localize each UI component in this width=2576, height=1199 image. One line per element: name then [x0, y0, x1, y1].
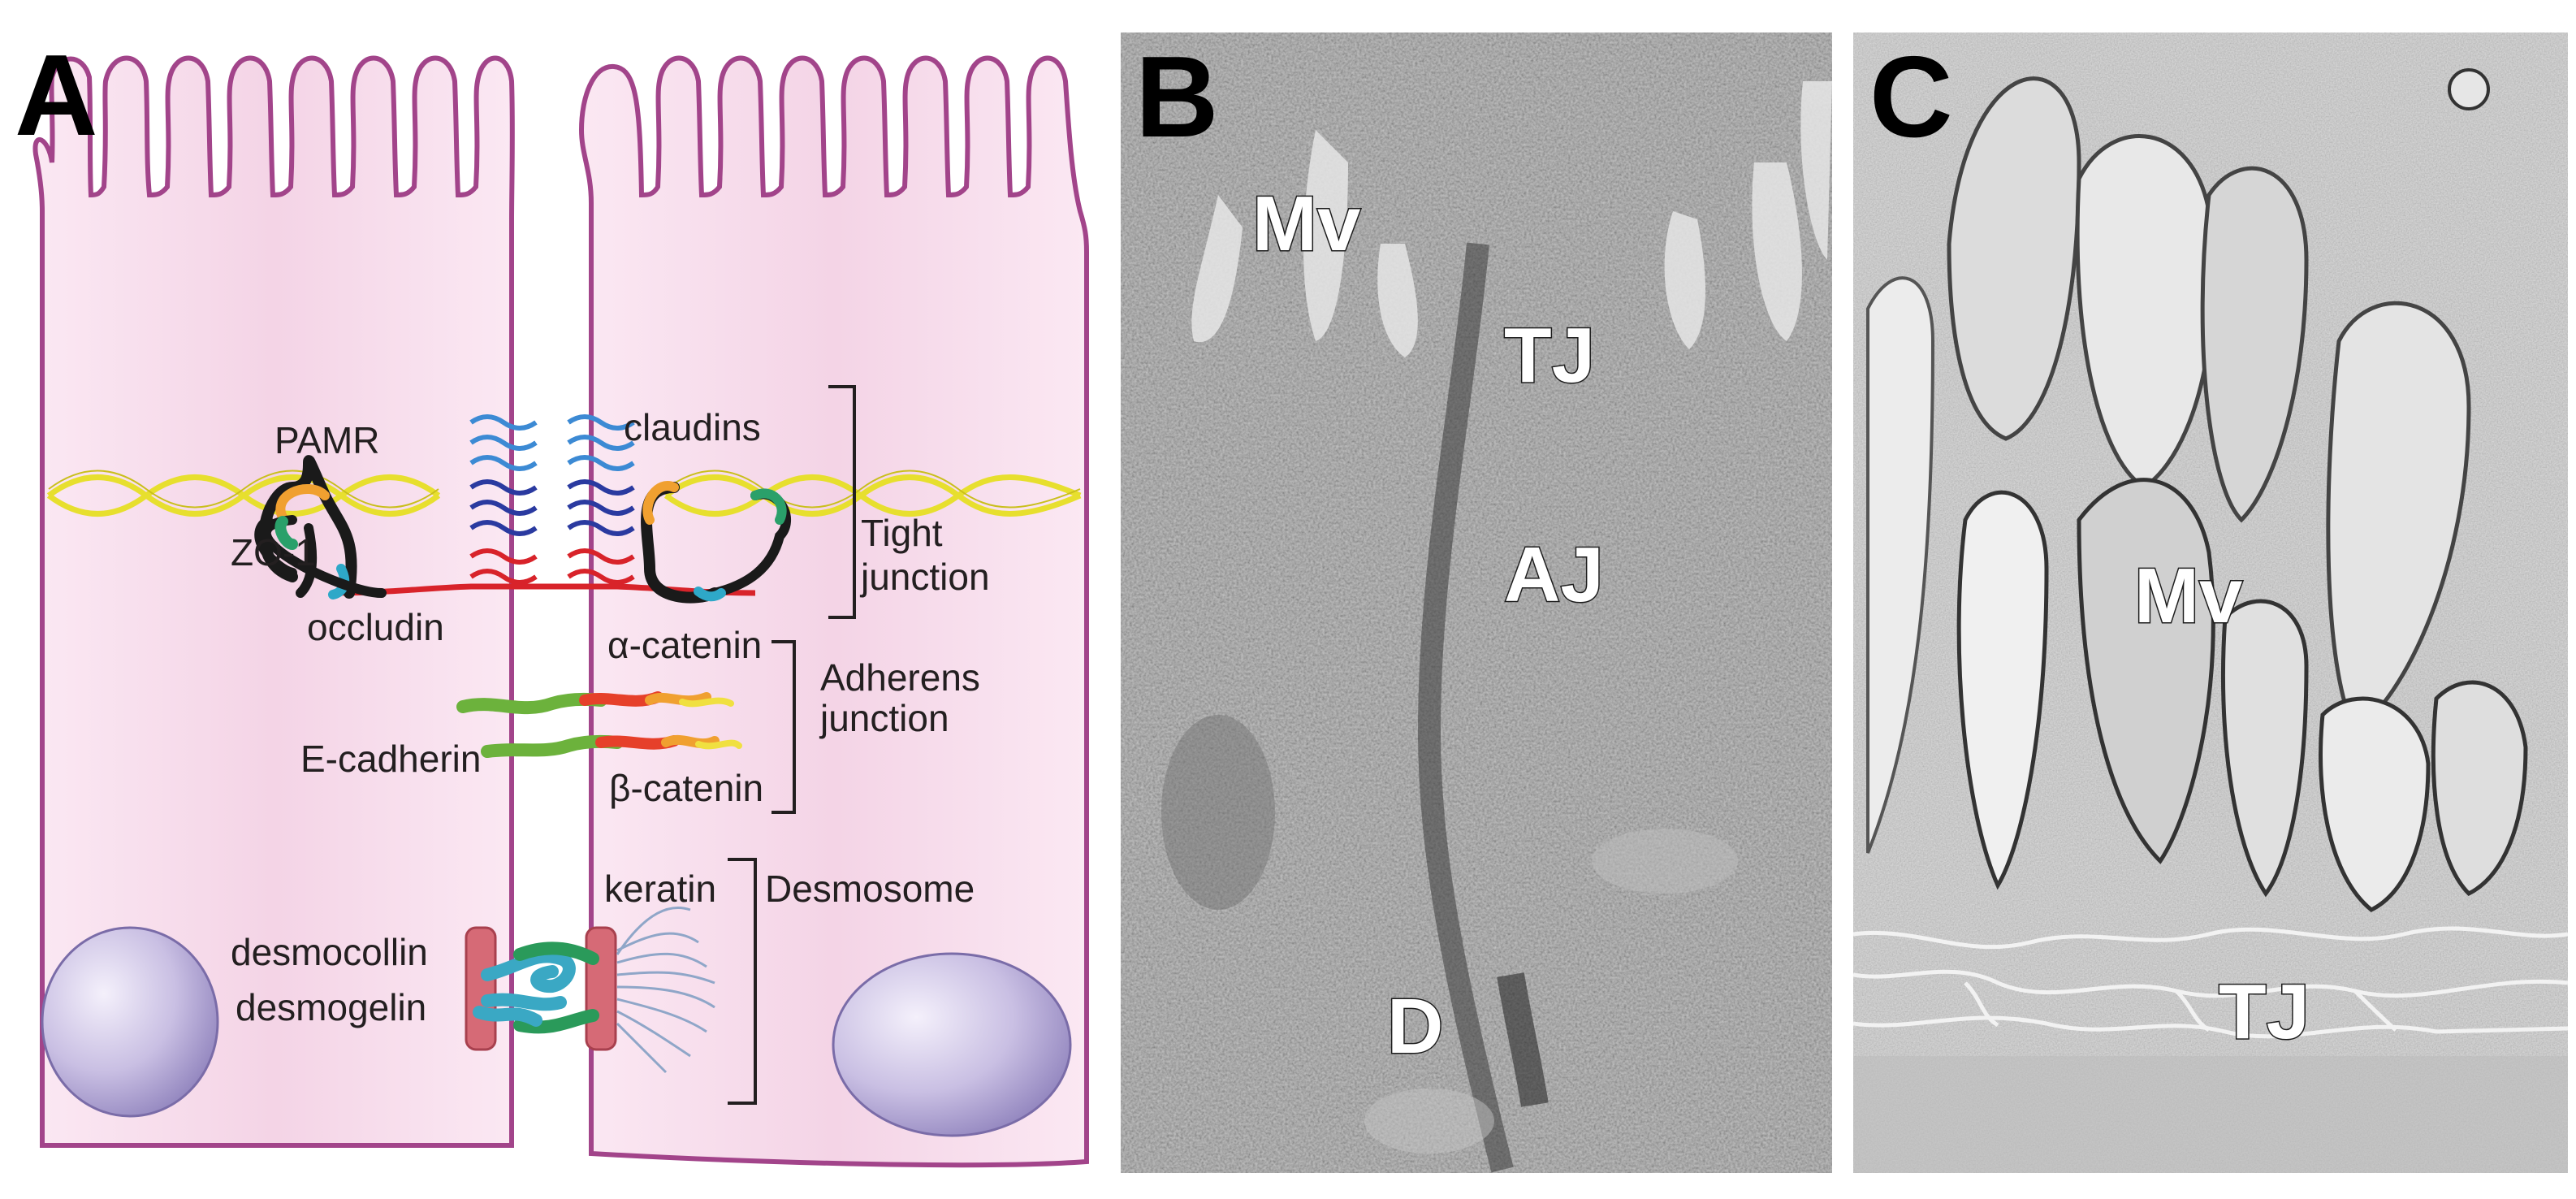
panel-a: A PAMR claudins ZO-1 occludin Tight junc… [15, 31, 1089, 1168]
zo1-strand-left [254, 515, 387, 598]
tight-junction-bracket [828, 385, 856, 619]
pamr-filament-left [46, 470, 441, 517]
label-desmosome: Desmosome [765, 868, 975, 910]
claudin-stack [469, 414, 635, 585]
microvilli-c [1866, 68, 2528, 912]
desmosome-plaque-right [585, 926, 617, 1051]
em-label-tj-b: TJ [1504, 312, 1595, 399]
panel-label-b: B [1135, 32, 1219, 162]
label-alpha-catenin: α-catenin [607, 624, 762, 666]
label-desmogelin: desmogelin [236, 986, 426, 1028]
em-label-tj-c: TJ [2219, 968, 2310, 1055]
pamr-filament-right [663, 470, 1082, 517]
label-tight-junction-1: Tight [861, 512, 943, 554]
label-tight-junction-2: junction [859, 556, 990, 598]
nucleus-left [41, 926, 219, 1118]
nucleus-right [832, 952, 1072, 1137]
microvilli-b [1191, 81, 1832, 357]
label-pamr: PAMR [274, 419, 380, 461]
keratin-filaments [616, 906, 715, 1074]
em-label-mv-b: Mv [1252, 180, 1360, 267]
label-adherens-2: junction [819, 697, 949, 739]
label-desmocollin: desmocollin [231, 931, 428, 973]
panel-label-c: C [1869, 32, 1953, 162]
desmosome-cadherins [473, 941, 599, 1034]
label-beta-catenin: β-catenin [609, 767, 763, 809]
panel-c: C Mv TJ [1853, 32, 2568, 1173]
label-adherens-1: Adherens [820, 656, 980, 699]
tj-strands-c [1853, 926, 2568, 1039]
em-label-mv-c: Mv [2134, 552, 2242, 639]
em-label-aj-b: AJ [1504, 531, 1604, 618]
label-e-cadherin: E-cadherin [300, 738, 481, 780]
em-label-d-b: D [1387, 983, 1443, 1070]
zo1-right [641, 481, 792, 604]
label-zo1: ZO-1 [231, 531, 316, 574]
label-claudins: claudins [624, 406, 761, 448]
panel-b: B Mv TJ AJ D [1121, 32, 1832, 1173]
adherens-bracket [772, 640, 796, 814]
right-cell [578, 55, 1089, 1168]
adherens-complex [456, 691, 742, 758]
panel-label-a: A [15, 31, 98, 160]
desmosome-plaque-left [465, 926, 497, 1051]
label-occludin: occludin [307, 606, 444, 648]
left-cell [32, 55, 515, 1148]
label-keratin: keratin [604, 868, 716, 910]
desmosome-bracket [728, 858, 757, 1105]
junction-band-b [1417, 242, 1514, 1173]
